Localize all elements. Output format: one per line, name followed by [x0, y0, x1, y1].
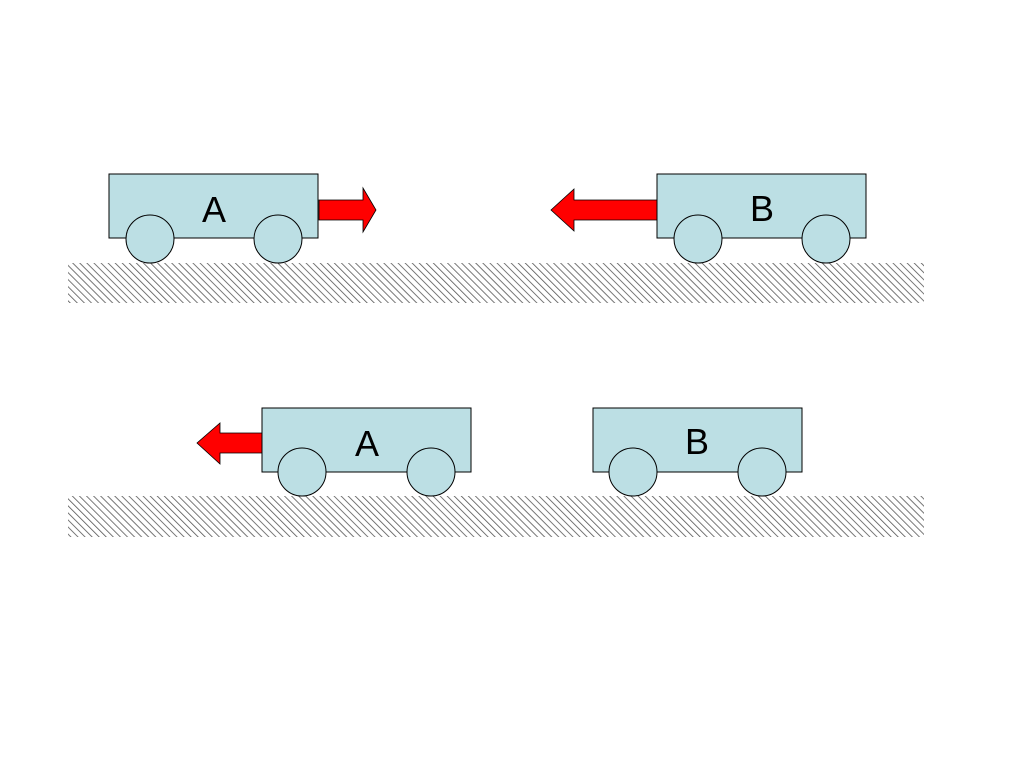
- cart-a-top-wheel-right: [253, 214, 303, 264]
- cart-a-top-wheel-left: [125, 214, 175, 264]
- cart-b-bottom-label: B: [685, 421, 709, 462]
- scene-before-collision: A B: [68, 173, 924, 303]
- cart-b-top-wheel-left: [673, 214, 723, 264]
- cart-b-top-label: B: [750, 188, 774, 229]
- cart-b-bottom-wheel-left: [608, 447, 658, 497]
- ground-surface-bottom: [68, 496, 924, 537]
- cart-b-bottom: B: [592, 407, 803, 497]
- cart-a-top: A: [108, 173, 319, 264]
- cart-b-top-arrow-left: [550, 188, 658, 232]
- cart-a-bottom-label: A: [355, 423, 379, 464]
- cart-a-top-label: A: [202, 189, 226, 230]
- ground-surface-top: [68, 263, 924, 303]
- cart-b-top: B: [656, 173, 867, 264]
- scene-after-collision: A B: [68, 407, 924, 537]
- cart-a-bottom: A: [261, 407, 472, 497]
- cart-b-bottom-wheel-right: [737, 447, 787, 497]
- cart-a-top-arrow-right: [318, 186, 377, 234]
- cart-b-top-wheel-right: [801, 214, 851, 264]
- cart-a-bottom-wheel-left: [277, 447, 327, 497]
- cart-a-bottom-wheel-right: [406, 447, 456, 497]
- cart-a-bottom-arrow-left: [196, 422, 263, 465]
